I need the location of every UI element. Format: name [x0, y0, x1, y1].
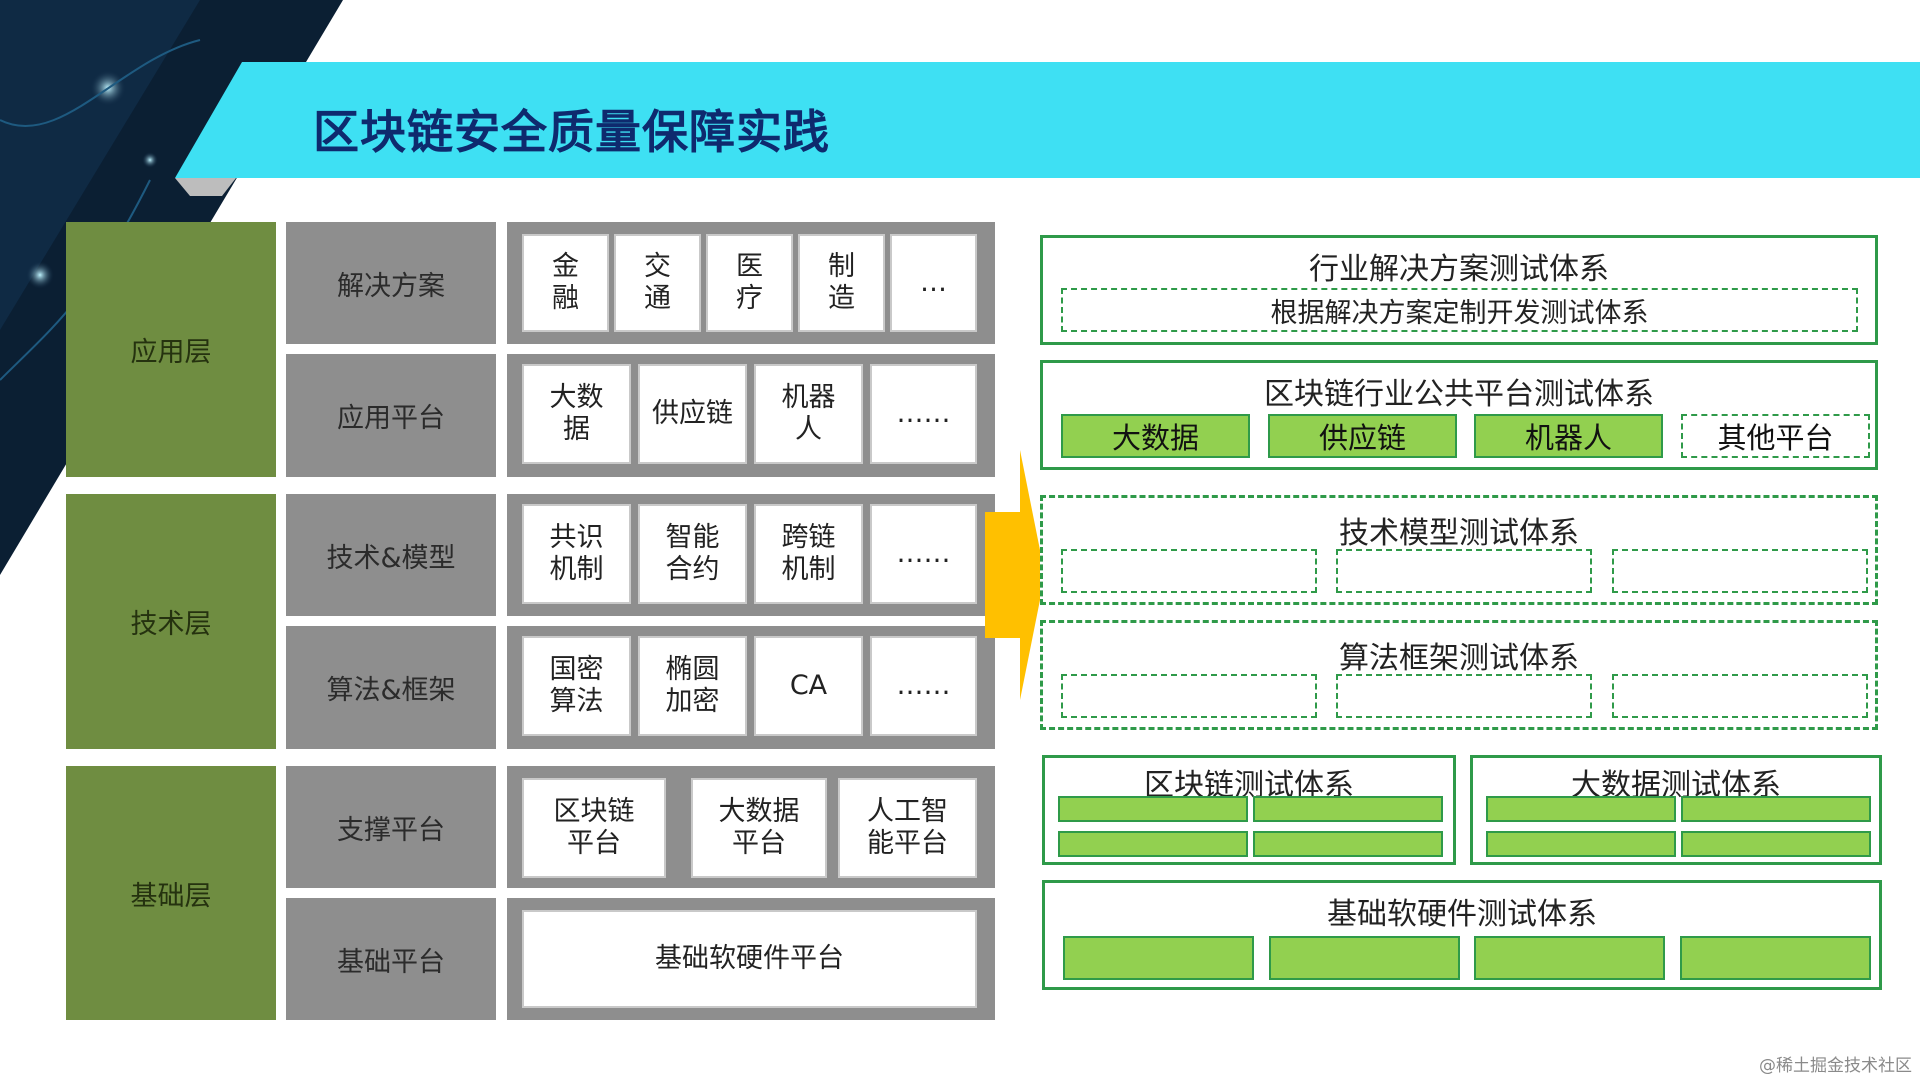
industry-test-sub-box: 根据解决方案定制开发测试体系	[1061, 288, 1858, 332]
cell-consensus: 共识 机制	[522, 504, 631, 604]
base-bar-1	[1063, 936, 1254, 980]
cell-solutions-more: …	[890, 234, 977, 332]
cell-elliptic-crypto: 椭圆 加密	[638, 636, 747, 736]
cell-ai-platform: 人工智 能平台	[838, 778, 977, 878]
cell-transport: 交 通	[614, 234, 701, 332]
cell-blockchain-platform: 区块链 平台	[522, 778, 666, 878]
category-solutions: 解决方案	[286, 222, 496, 344]
public-item-robot: 机器人	[1474, 414, 1663, 458]
public-item-supply-chain: 供应链	[1268, 414, 1457, 458]
category-support-platform: 支撑平台	[286, 766, 496, 888]
blockchain-test-system: 区块链测试体系	[1042, 755, 1456, 865]
base-bar-3	[1474, 936, 1665, 980]
cell-supply-chain: 供应链	[638, 364, 747, 464]
category-base-platform: 基础平台	[286, 898, 496, 1020]
cell-algo-more: ……	[870, 636, 977, 736]
base-test-system: 基础软硬件测试体系	[1042, 880, 1882, 990]
tech-model-slot-1	[1061, 549, 1317, 593]
algorithm-test-system: 算法框架测试体系	[1040, 620, 1878, 730]
tech-model-test-system: 技术模型测试体系	[1040, 495, 1878, 605]
public-item-other: 其他平台	[1681, 414, 1870, 458]
layer-application: 应用层	[66, 222, 276, 477]
watermark: @稀土掘金技术社区	[1759, 1056, 1912, 1076]
blockchain-bar-1	[1058, 796, 1248, 822]
cell-bigdata: 大数 据	[522, 364, 631, 464]
public-item-bigdata: 大数据	[1061, 414, 1250, 458]
cell-bigdata-platform: 大数据 平台	[691, 778, 827, 878]
bigdata-test-system: 大数据测试体系	[1470, 755, 1882, 865]
page-title: 区块链安全质量保障实践	[313, 105, 830, 159]
base-bar-4	[1680, 936, 1871, 980]
base-bar-2	[1269, 936, 1460, 980]
cell-finance: 金 融	[522, 234, 609, 332]
bigdata-bar-2	[1681, 796, 1871, 822]
public-platform-title: 区块链行业公共平台测试体系	[1264, 377, 1654, 412]
category-tech-model: 技术&模型	[286, 494, 496, 616]
cell-medical: 医 疗	[706, 234, 793, 332]
tech-model-slot-2	[1336, 549, 1592, 593]
algorithm-slot-2	[1336, 674, 1592, 718]
blockchain-bar-4	[1253, 831, 1443, 857]
layer-technology: 技术层	[66, 494, 276, 749]
algorithm-title: 算法框架测试体系	[1339, 641, 1579, 676]
arrow-right-icon	[985, 450, 1045, 700]
cell-cross-chain: 跨链 机制	[754, 504, 863, 604]
industry-test-title: 行业解决方案测试体系	[1309, 252, 1609, 287]
title-band	[175, 62, 1920, 196]
cell-tech-more: ……	[870, 504, 977, 604]
layer-foundation: 基础层	[66, 766, 276, 1020]
tech-model-slot-3	[1612, 549, 1868, 593]
bigdata-bar-1	[1486, 796, 1676, 822]
category-algorithm: 算法&框架	[286, 626, 496, 749]
blockchain-bar-3	[1058, 831, 1248, 857]
cell-ca: CA	[754, 636, 863, 736]
public-platform-test-system: 区块链行业公共平台测试体系 大数据 供应链 机器人 其他平台	[1040, 360, 1878, 470]
bigdata-bar-4	[1681, 831, 1871, 857]
cell-smart-contract: 智能 合约	[638, 504, 747, 604]
cell-manufacturing: 制 造	[798, 234, 885, 332]
cell-robot: 机器 人	[754, 364, 863, 464]
category-app-platform: 应用平台	[286, 354, 496, 477]
algorithm-slot-1	[1061, 674, 1317, 718]
algorithm-slot-3	[1612, 674, 1868, 718]
tech-model-title: 技术模型测试体系	[1339, 516, 1579, 551]
cell-national-crypto: 国密 算法	[522, 636, 631, 736]
cell-base-hw-sw: 基础软硬件平台	[522, 910, 977, 1008]
bigdata-bar-3	[1486, 831, 1676, 857]
base-test-title: 基础软硬件测试体系	[1327, 897, 1597, 932]
industry-test-sub: 根据解决方案定制开发测试体系	[1270, 297, 1649, 329]
blockchain-bar-2	[1253, 796, 1443, 822]
cell-app-more: ……	[870, 364, 977, 464]
industry-test-system: 行业解决方案测试体系 根据解决方案定制开发测试体系	[1040, 235, 1878, 345]
